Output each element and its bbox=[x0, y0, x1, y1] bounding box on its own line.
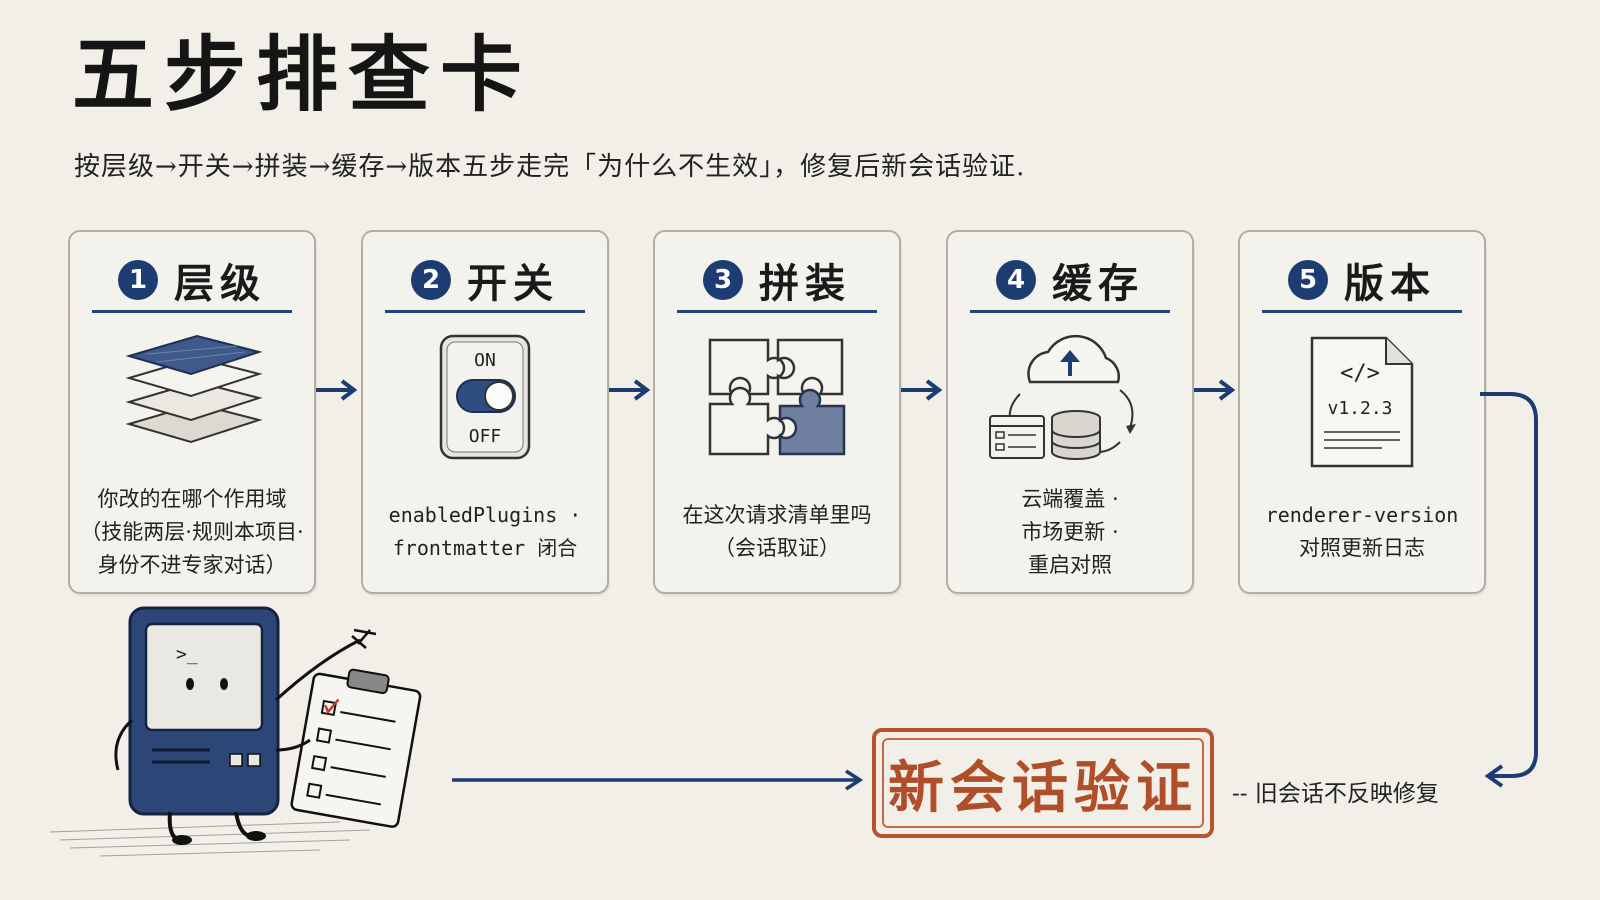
step-number: 1 bbox=[118, 260, 158, 300]
page-title: 五步排查卡 bbox=[72, 27, 533, 123]
stamp-label: 新会话验证 bbox=[888, 754, 1198, 821]
svg-text:>_: >_ bbox=[176, 644, 198, 665]
return-arrow bbox=[1480, 392, 1538, 788]
version-file-icon: </> v1.2.3 bbox=[1310, 336, 1414, 468]
step-title: 层级 bbox=[174, 260, 266, 307]
step-description: enabledPlugins · frontmatter 闭合 bbox=[388, 503, 582, 560]
step-card-4: 4 缓存 云端覆盖 · 市场更新 · 重启对照 bbox=[946, 230, 1194, 594]
switch-on-label: ON bbox=[474, 350, 496, 371]
step-description: renderer-version 对照更新日志 bbox=[1265, 503, 1459, 560]
step-number: 5 bbox=[1288, 260, 1328, 300]
step-title: 拼装 bbox=[759, 260, 851, 307]
page-subtitle: 按层级→开关→拼装→缓存→版本五步走完「为什么不生效」，修复后新会话验证. bbox=[74, 152, 1026, 182]
step-description: 云端覆盖 · 市场更新 · 重启对照 bbox=[1021, 486, 1119, 577]
step-number: 4 bbox=[996, 260, 1036, 300]
cloud-cache-icon bbox=[989, 334, 1136, 460]
arrow-to-verify bbox=[452, 769, 864, 791]
step-card-1: 1 层级 你改的在哪个作用域 （技能两层·规则本项目· 身份不进专家对话） bbox=[68, 230, 316, 594]
toggle-switch-icon: ON OFF bbox=[439, 334, 531, 460]
file-code-text: </> bbox=[1340, 361, 1380, 386]
step-header: 4 缓存 bbox=[970, 250, 1170, 313]
arrow-4-5 bbox=[1194, 379, 1236, 401]
step-title: 缓存 bbox=[1052, 260, 1144, 307]
stamp-inner-border bbox=[882, 738, 1204, 828]
arrow-1-2 bbox=[316, 379, 358, 401]
step-number: 3 bbox=[703, 260, 743, 300]
step-header: 5 版本 bbox=[1262, 250, 1462, 313]
arrow-3-4 bbox=[901, 379, 943, 401]
file-version-text: v1.2.3 bbox=[1327, 398, 1392, 419]
step-card-5: 5 版本 </> v1.2.3 renderer-version 对照更新日志 bbox=[1238, 230, 1486, 594]
step-number: 2 bbox=[411, 260, 451, 300]
computer-mascot-icon: >_ bbox=[49, 606, 422, 857]
step-title: 版本 bbox=[1344, 260, 1436, 307]
step-description: 在这次请求清单里吗 （会话取证） bbox=[682, 503, 872, 560]
step-description: 你改的在哪个作用域 （技能两层·规则本项目· 身份不进专家对话） bbox=[80, 486, 304, 577]
step-header: 1 层级 bbox=[92, 250, 292, 313]
new-session-verify-stamp: 新会话验证 bbox=[872, 728, 1214, 838]
verify-note: -- 旧会话不反映修复 bbox=[1232, 781, 1439, 807]
puzzle-icon bbox=[708, 338, 846, 456]
step-header: 3 拼装 bbox=[677, 250, 877, 313]
layers-icon bbox=[125, 334, 263, 444]
arrow-2-3 bbox=[609, 379, 651, 401]
step-card-2: 2 开关 ON OFF enabledPlugins · frontmatter… bbox=[361, 230, 609, 594]
switch-off-label: OFF bbox=[469, 426, 502, 447]
step-header: 2 开关 bbox=[385, 250, 585, 313]
step-title: 开关 bbox=[467, 260, 559, 307]
step-card-3: 3 拼装 在这次请求清单里吗 （会话取证） bbox=[653, 230, 901, 594]
